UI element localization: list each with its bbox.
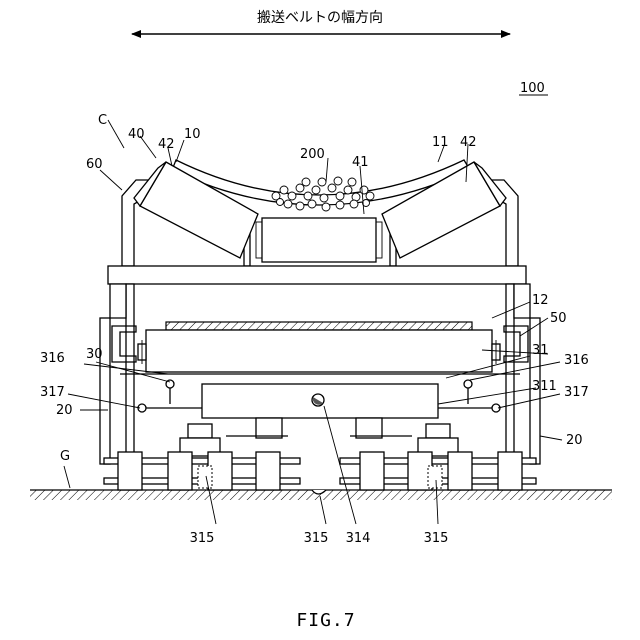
figure-caption: FIG.7	[296, 610, 355, 631]
anchor-rail-left	[104, 452, 300, 490]
label-C: C	[98, 113, 107, 128]
label-40: 40	[128, 127, 145, 142]
label-315-right: 315	[424, 531, 449, 546]
lower-support-assembly	[180, 418, 458, 456]
label-311: 311	[532, 379, 557, 394]
anchor-rail-right	[340, 452, 536, 490]
label-200: 200	[300, 147, 325, 162]
label-11: 11	[432, 135, 449, 150]
label-30: 30	[86, 347, 103, 362]
label-100: 100	[520, 81, 545, 96]
label-315-left: 315	[190, 531, 215, 546]
label-20-right: 20	[566, 433, 583, 448]
label-316-left: 316	[40, 351, 65, 366]
label-12: 12	[532, 293, 549, 308]
body-50	[146, 330, 492, 372]
label-20-left: 20	[56, 403, 73, 418]
label-31: 31	[532, 343, 549, 358]
label-42-right: 42	[460, 135, 477, 150]
label-G: G	[60, 449, 70, 464]
label-60: 60	[86, 157, 103, 172]
label-316-right: 316	[564, 353, 589, 368]
center-roller	[262, 218, 376, 262]
direction-label: 搬送ベルトの幅方向	[257, 10, 383, 26]
label-41: 41	[352, 155, 369, 170]
plate-12	[166, 322, 472, 330]
label-317-right: 317	[564, 385, 589, 400]
label-314: 314	[346, 531, 371, 546]
label-317-left: 317	[40, 385, 65, 400]
label-42-left: 42	[158, 137, 175, 152]
label-10: 10	[184, 127, 201, 142]
label-315-center: 315	[304, 531, 329, 546]
label-50: 50	[550, 311, 567, 326]
